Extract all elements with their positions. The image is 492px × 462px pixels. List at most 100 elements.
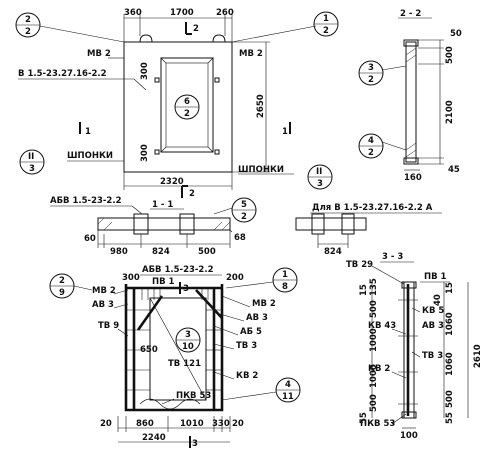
dim-2-2-50: 50 (450, 29, 462, 39)
label-mb2-left: МВ 2 (87, 49, 111, 59)
section-3-3-kv5: КВ 5 (422, 306, 444, 316)
callout-4-2: 4 2 (358, 133, 384, 159)
cage-label-tv3: ТВ 3 (236, 341, 257, 351)
panel-mark-label: В 1.5-23.27.16-2.2 (18, 69, 107, 79)
reinforcement-cage: АБВ 1.5-23-2.2 300 200 ПВ 1 МВ 2 АВ 3 МВ… (92, 265, 276, 449)
cage-label-tv121: ТВ 121 (168, 359, 201, 369)
svg-text:8: 8 (282, 282, 288, 292)
s33-dim-right-55: 55 (445, 412, 455, 424)
section-3-3-kv2: КВ 2 (368, 364, 390, 374)
s33-dim-left-15: 15 (359, 284, 369, 296)
dim-top-360: 360 (124, 8, 142, 18)
dim-2-2-500: 500 (445, 46, 455, 64)
cage-dim-300: 300 (122, 273, 140, 283)
cage-label-ab5: АБ 5 (240, 327, 262, 337)
svg-text:1: 1 (323, 14, 329, 24)
svg-text:3: 3 (185, 330, 191, 340)
s33-dim-left-135: 135 (369, 278, 379, 296)
cage-label-tv9: ТВ 9 (98, 321, 119, 331)
cage-label-mb2-right: МВ 2 (252, 299, 276, 309)
panel-opening-inner (165, 62, 209, 148)
svg-text:4: 4 (368, 136, 374, 146)
s33-dim-right-1060b: 1060 (445, 352, 455, 376)
section-3-3-tv29: ТВ 29 (346, 260, 373, 270)
cage-label-pv1: ПВ 1 (152, 277, 175, 287)
dim-1-1-60: 60 (84, 234, 96, 244)
lifting-hook-right (212, 34, 226, 43)
cage-label-ab3-right: АВ 3 (246, 313, 268, 323)
s33-dim-right-15: 15 (445, 282, 455, 294)
svg-text:3: 3 (29, 164, 35, 174)
dim-2-2-45: 45 (448, 165, 460, 175)
callout-3-10: 3 10 (175, 327, 201, 353)
section-mark-2-bottom: 2 (189, 189, 195, 199)
svg-text:9: 9 (59, 288, 65, 298)
dim-1-1-980: 980 (110, 247, 128, 257)
lifting-hook-left (139, 34, 153, 43)
s33-dim-left-55: 55 (359, 412, 369, 424)
section-1-1: АБВ 1.5-23-2.2 1 - 1 60 980 824 500 68 (50, 196, 246, 257)
cage-label-top: АБВ 1.5-23-2.2 (142, 265, 214, 275)
svg-text:6: 6 (184, 97, 190, 107)
cage-frame (124, 284, 224, 412)
cage-dim-20-left: 20 (100, 419, 112, 429)
dim-300-lower: 300 (140, 144, 150, 162)
svg-text:2: 2 (368, 75, 374, 85)
section-mark-1-left: 1 (85, 127, 91, 137)
callout-6-2: 6 2 (174, 94, 200, 120)
cage-label-mb2-left: МВ 2 (92, 286, 116, 296)
cage-dim-2240: 2240 (142, 433, 166, 443)
section-2-2-profile (405, 41, 417, 163)
section-3-3-ab3: АВ 3 (422, 321, 444, 331)
detail-variant-label: Для В 1.5-23.27.16-2.2 А (312, 203, 433, 213)
cage-section-3-bottom: 3 (192, 439, 198, 449)
section-2-2-title: 2 - 2 (400, 9, 421, 19)
s33-dim-right-1060a: 1060 (445, 312, 455, 336)
s33-dim-left-1000b: 1000 (369, 364, 379, 388)
dim-2-2-160: 160 (404, 173, 422, 183)
dim-300-upper: 300 (140, 62, 150, 80)
section-1-1-profile (97, 217, 231, 231)
svg-text:2: 2 (25, 27, 31, 37)
svg-text:2: 2 (59, 276, 65, 286)
svg-text:11: 11 (282, 392, 294, 402)
dim-1-1-500: 500 (198, 247, 216, 257)
s33-dim-left-1000a: 1000 (369, 328, 379, 352)
s33-dim-2610: 2610 (473, 344, 483, 368)
section-3-3-tv3: ТВ 3 (422, 351, 443, 361)
dim-width-2320: 2320 (160, 177, 184, 187)
callout-II-3-left: II 3 (19, 149, 45, 175)
top-panel-elevation: 360 1700 260 2 2650 2320 2 300 300 1 1 М… (18, 8, 317, 199)
detail-variant-a: Для В 1.5-23.27.16-2.2 А 824 (295, 203, 442, 257)
cage-dim-200: 200 (226, 273, 244, 283)
dim-top-260: 260 (216, 8, 234, 18)
section-1-1-label: АБВ 1.5-23-2.2 (50, 196, 122, 206)
callout-4-11: 4 11 (221, 377, 301, 403)
cage-label-pkv53: ПКВ 53 (176, 391, 211, 401)
label-mb2-right: МВ 2 (239, 49, 263, 59)
section-3-3-pv1: ПВ 1 (424, 272, 447, 282)
svg-text:5: 5 (241, 200, 247, 210)
section-mark-2-top: 2 (193, 24, 199, 34)
callout-2-2: 2 2 (15, 12, 41, 38)
section-1-1-title: 1 - 1 (152, 200, 173, 210)
svg-text:II: II (28, 152, 34, 162)
dim-top-1700: 1700 (170, 8, 194, 18)
svg-text:3: 3 (317, 179, 323, 189)
callout-1-2: 1 2 (313, 11, 339, 37)
svg-text:2: 2 (184, 109, 190, 119)
callout-5-2: 5 2 (231, 197, 257, 223)
callout-II-3-right: II 3 (307, 164, 333, 190)
detail-variant-dim: 824 (324, 247, 342, 257)
dim-1-1-824: 824 (152, 247, 170, 257)
cage-dim-20-right: 20 (232, 419, 244, 429)
callout-3-2: 3 2 (358, 60, 384, 86)
svg-text:3: 3 (368, 63, 374, 73)
dim-1-1-68: 68 (234, 233, 246, 243)
callout-1-8: 1 8 (225, 267, 298, 293)
section-3-3-title: 3 - 3 (382, 252, 403, 262)
svg-text:II: II (316, 167, 322, 177)
svg-text:2: 2 (25, 15, 31, 25)
s33-dim-100: 100 (400, 431, 418, 441)
